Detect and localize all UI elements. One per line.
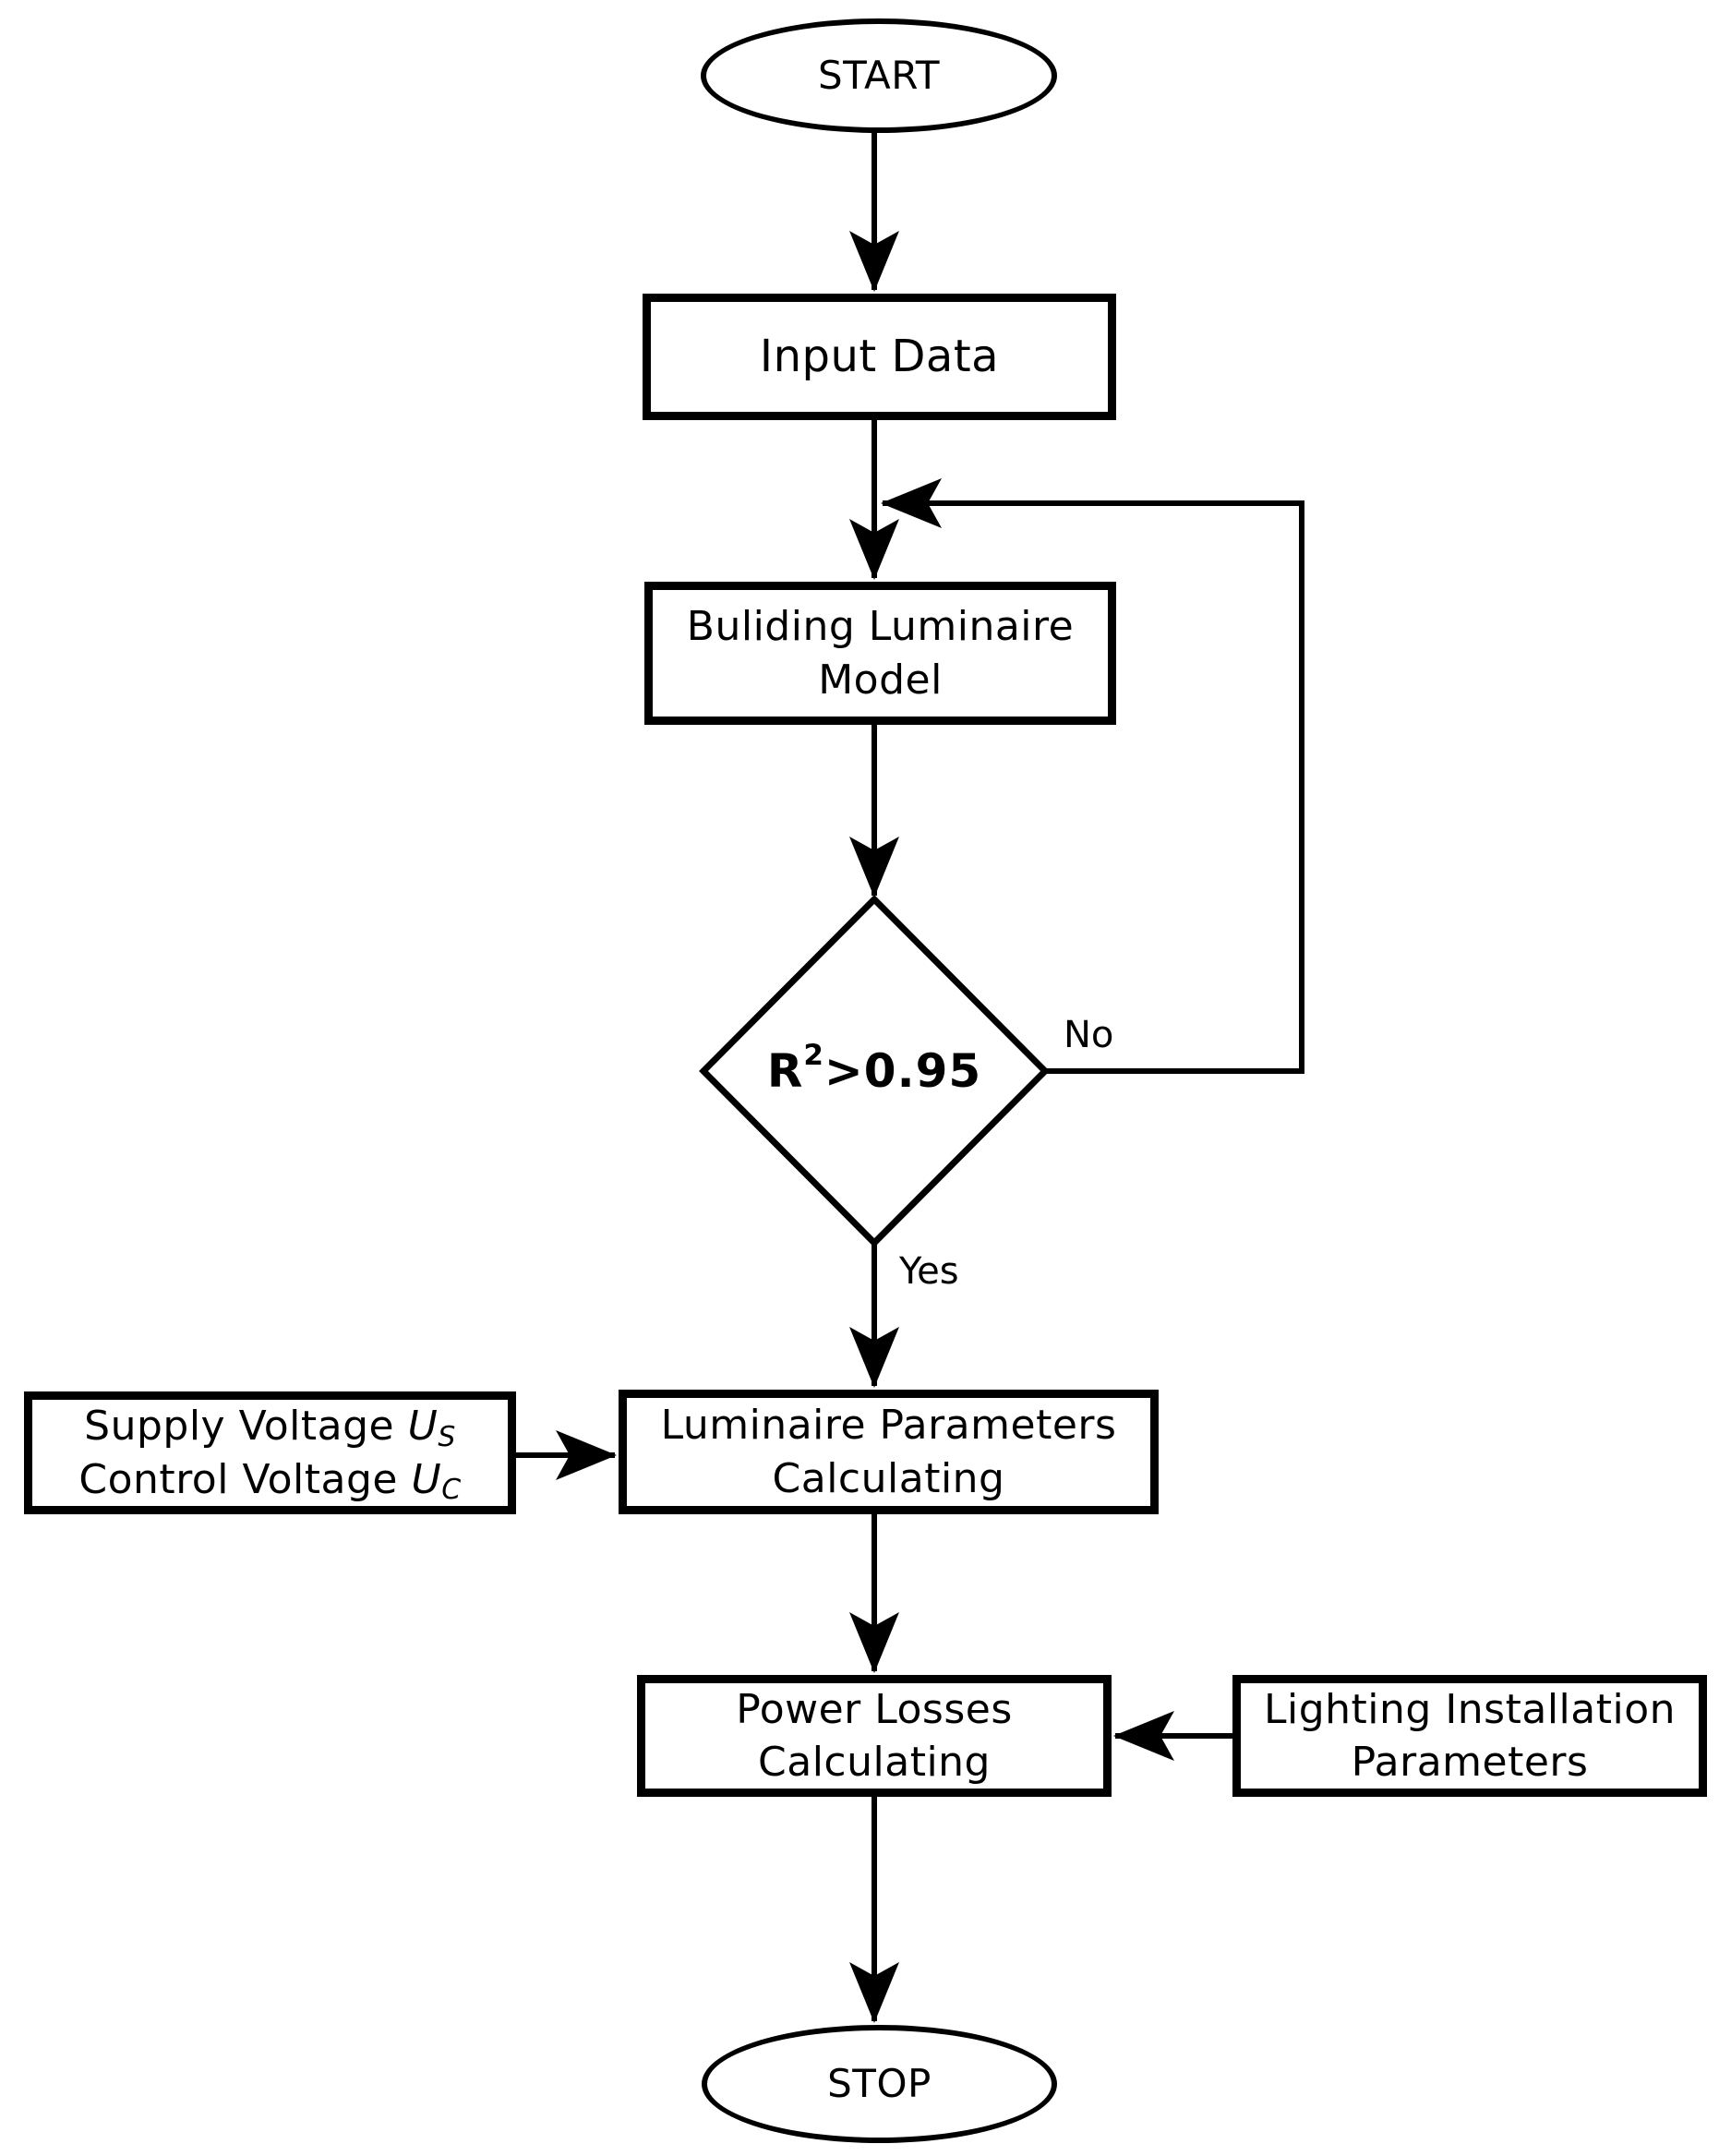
no-branch-label: No: [1064, 1014, 1114, 1056]
power-losses-process: Power Losses Calculating: [637, 1675, 1112, 1797]
lighting-installation-parameters-input: Lighting Installation Parameters: [1232, 1675, 1707, 1797]
power-losses-label: Power Losses Calculating: [736, 1685, 1013, 1786]
lighting-installation-parameters-label: Lighting Installation Parameters: [1263, 1685, 1677, 1786]
supply-control-voltage-input: Supply Voltage US Control Voltage UC: [24, 1391, 516, 1514]
start-terminator: START: [701, 18, 1057, 133]
decision-diamond: [699, 895, 1050, 1247]
luminaire-parameters-process: Luminaire Parameters Calculating: [619, 1390, 1159, 1514]
supply-voltage-symbol: US: [407, 1403, 456, 1453]
supply-control-voltage-label: Supply Voltage US Control Voltage UC: [78, 1403, 462, 1507]
edge-no-feedback-loop: [881, 478, 1304, 1074]
yes-branch-label: Yes: [899, 1250, 959, 1293]
building-luminaire-model-process: Buliding Luminaire Model: [644, 582, 1116, 725]
luminaire-parameters-label: Luminaire Parameters Calculating: [660, 1402, 1117, 1502]
start-label: START: [817, 52, 941, 98]
input-data-process: Input Data: [643, 294, 1116, 420]
input-data-label: Input Data: [759, 331, 1000, 383]
control-voltage-symbol: UC: [411, 1455, 462, 1507]
stop-label: STOP: [827, 2060, 932, 2106]
building-luminaire-model-label: Buliding Luminaire Model: [686, 603, 1075, 704]
stop-terminator: STOP: [702, 2025, 1057, 2143]
